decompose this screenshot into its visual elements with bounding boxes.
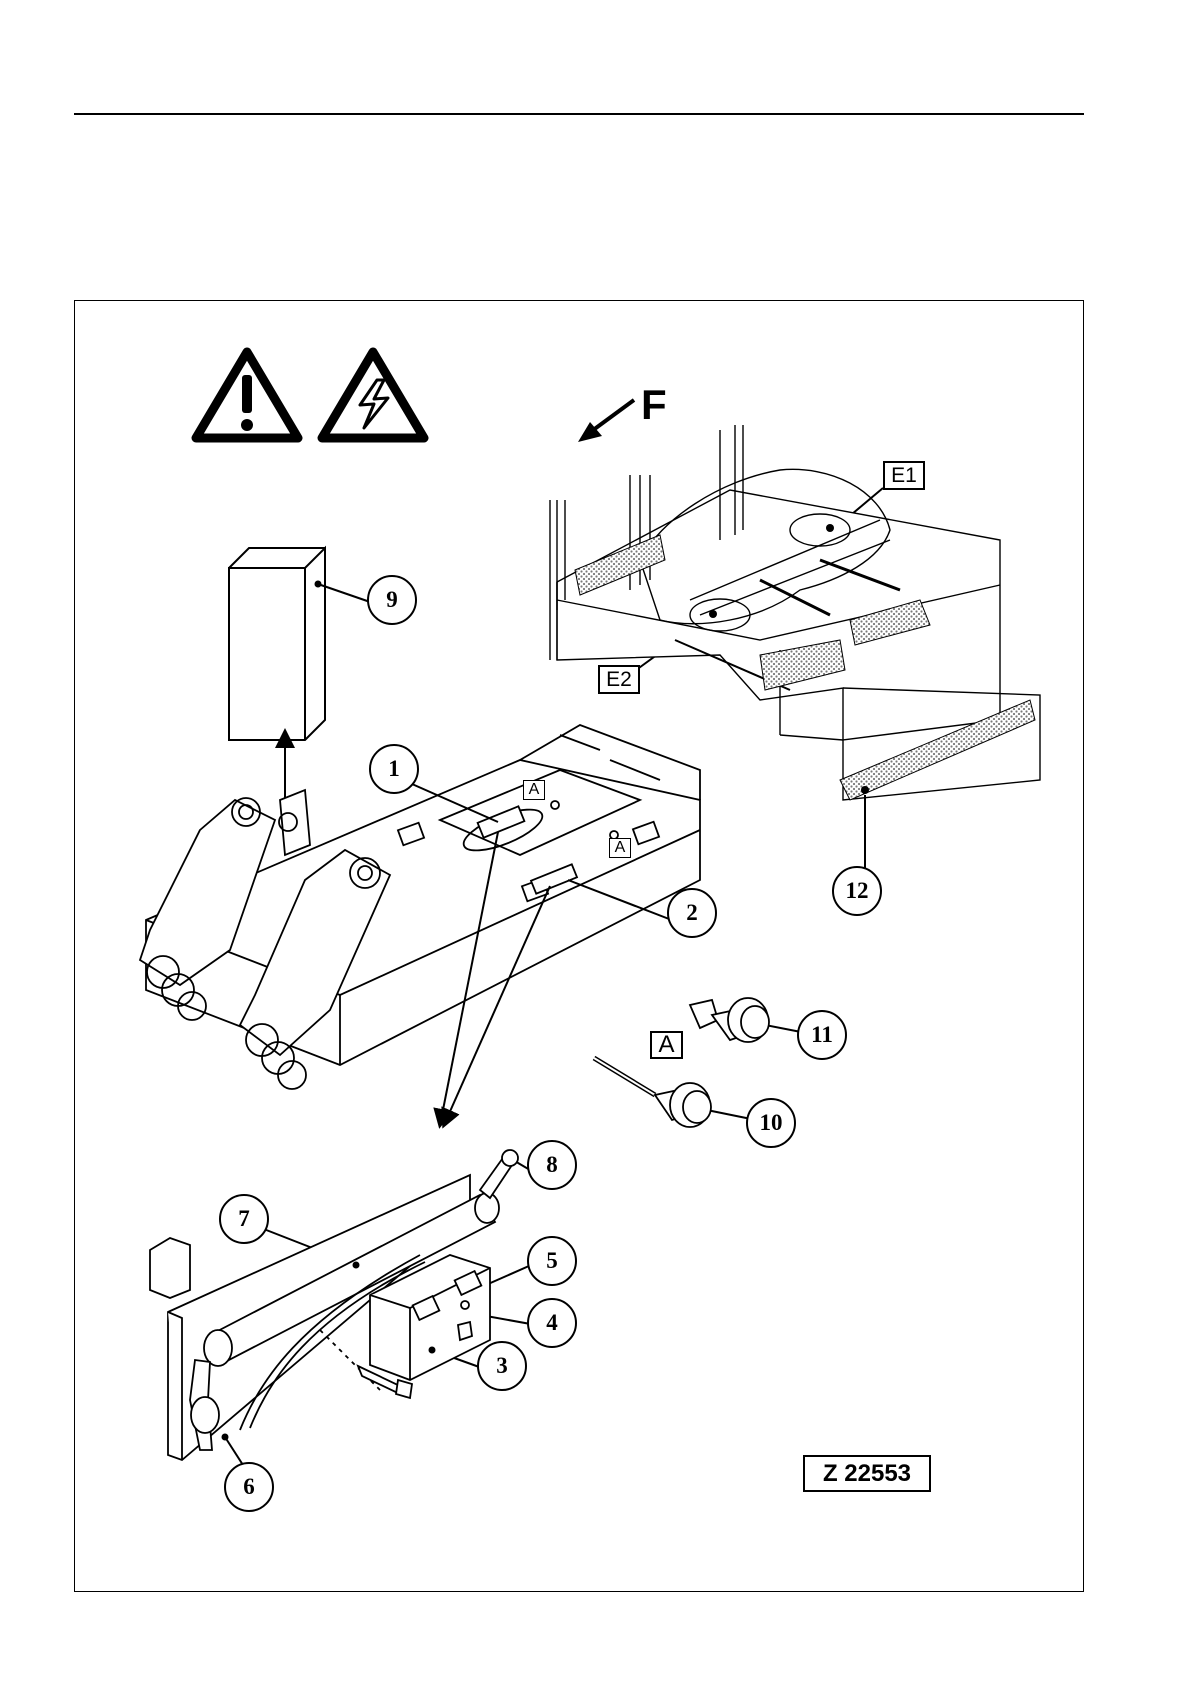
electrical-hazard-icon (322, 352, 424, 438)
detail-a-view-label: A (650, 1031, 683, 1059)
callout-6: 6 (224, 1462, 274, 1512)
callout-10: 10 (746, 1098, 796, 1148)
detail-a-marker-2: A (609, 838, 631, 858)
callout-1: 1 (369, 744, 419, 794)
detail-a-marker-1: A (523, 780, 545, 800)
figure-id: Z 22553 (803, 1455, 931, 1492)
label-e2: E2 (598, 665, 640, 694)
callout-5: 5 (527, 1236, 577, 1286)
cabinet-box (229, 548, 325, 740)
direction-label: F (641, 384, 667, 426)
callout-7: 7 (219, 1194, 269, 1244)
callout-12: 12 (832, 866, 882, 916)
general-warning-icon (196, 352, 298, 438)
callout-8: 8 (527, 1140, 577, 1190)
label-e1: E1 (883, 461, 925, 490)
direction-arrow-icon (578, 400, 634, 442)
main-frame (140, 725, 700, 1089)
sensor-11 (690, 998, 769, 1042)
callout-3: 3 (477, 1341, 527, 1391)
callout-11: 11 (797, 1010, 847, 1060)
callout-2: 2 (667, 888, 717, 938)
callout-9: 9 (367, 575, 417, 625)
sensor-10 (594, 1058, 711, 1127)
pump-assembly (150, 1150, 518, 1460)
callout-4: 4 (527, 1298, 577, 1348)
